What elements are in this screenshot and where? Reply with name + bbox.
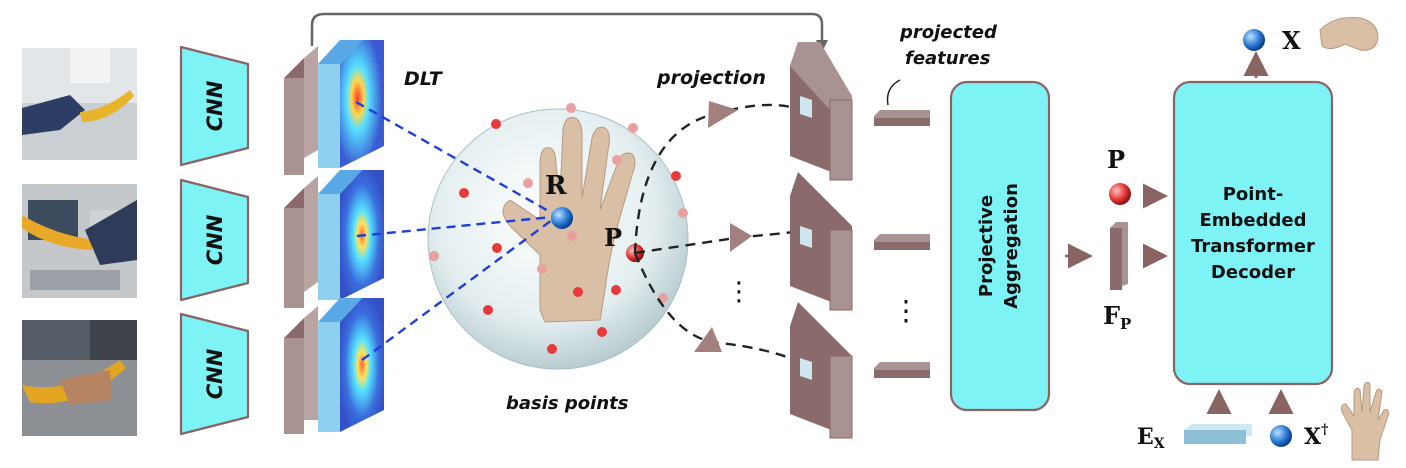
decoder-label-4: Decoder	[1211, 262, 1295, 283]
input-image-1	[22, 48, 137, 160]
fp-feature-bar	[1110, 222, 1128, 290]
projected-map-3	[790, 302, 853, 439]
projected-feature-bars	[874, 110, 930, 378]
ex-embedding-bar	[1184, 424, 1252, 444]
input-e-label: EX	[1137, 424, 1165, 452]
input-hand-image	[1341, 381, 1389, 461]
input-image-2	[22, 184, 137, 298]
feature-stack-2	[284, 170, 384, 308]
point-r	[551, 207, 573, 229]
decoder-label-2: Embedded	[1199, 210, 1306, 231]
cnn-encoder-2: CNN	[179, 178, 250, 302]
projected-map-2	[790, 172, 853, 311]
cnn-encoder-3: CNN	[179, 312, 250, 436]
basis-sphere	[427, 103, 689, 370]
output-hand-image	[1319, 17, 1379, 51]
out-x-label: X	[1282, 26, 1301, 55]
skip-connection-arrow	[310, 12, 824, 46]
feature-stack-3	[284, 298, 384, 434]
dots-between-projections: ⋮	[726, 277, 752, 307]
input-xdagger-label: X†	[1304, 422, 1328, 450]
out-x-point	[1243, 29, 1265, 51]
input-image-3	[22, 320, 137, 436]
point-r-label: R	[545, 171, 567, 201]
decoder-label-1: Point-	[1223, 184, 1284, 205]
dlt-rays	[355, 100, 553, 361]
decoder-label-3: Transformer	[1191, 236, 1315, 257]
dlt-label: DLT	[404, 68, 444, 90]
dots-between-features: ⋮	[892, 294, 920, 327]
input-xdagger-point	[1270, 425, 1292, 447]
basis-points-label: basis points	[506, 393, 629, 414]
projected-map-1	[790, 42, 853, 181]
aggregation-label-1: Projective	[976, 195, 997, 297]
cnn-label: CNN	[203, 348, 227, 399]
cnn-label: CNN	[203, 214, 227, 265]
projected-features-label-1: projected	[899, 22, 998, 43]
out-f-label: FP	[1103, 301, 1131, 333]
cnn-label: CNN	[203, 80, 227, 131]
features-pointer	[886, 79, 901, 106]
out-p-label: P	[1107, 145, 1125, 174]
projection-label: projection	[656, 67, 766, 89]
feature-stack-1	[284, 40, 384, 175]
projected-features-label-2: features	[905, 48, 991, 69]
cnn-encoder-1: CNN	[179, 45, 250, 167]
decoder-box: Point- Embedded Transformer Decoder	[1172, 80, 1334, 386]
aggregation-label-2: Aggregation	[1001, 183, 1022, 309]
projective-aggregation-box: Projective Aggregation	[949, 80, 1051, 412]
point-p-label: P	[604, 223, 622, 252]
out-p-point	[1109, 183, 1131, 205]
